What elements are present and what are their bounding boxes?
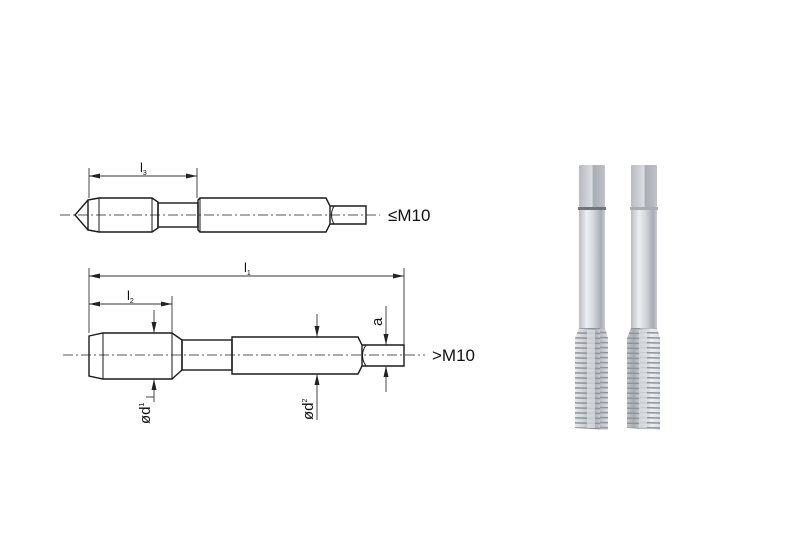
- upper-tap-thread-section: [87, 197, 159, 233]
- dimension-d2-label: ød2: [300, 398, 317, 420]
- upper-tap-point: [74, 199, 89, 231]
- dimension-l3-label: l3: [140, 160, 147, 177]
- dimension-l2-label: l2: [127, 288, 134, 305]
- dimension-l1-label: l1: [244, 260, 251, 277]
- lower-tap-square: [362, 344, 405, 367]
- lower-tap-drawing: l1 l2 ød1 ød2 a >M10: [63, 260, 475, 424]
- tap-photo-2: [627, 165, 660, 430]
- upper-tap-drawing: l3 ≤M10: [60, 160, 430, 233]
- dimension-d1-label: ød1: [137, 402, 154, 424]
- upper-condition-label: ≤M10: [388, 206, 430, 225]
- tap-photo-1: [575, 165, 608, 430]
- dimension-a-label: a: [369, 317, 386, 326]
- upper-tap-square: [330, 205, 367, 225]
- taps-photo: [575, 165, 660, 430]
- lower-condition-label: >M10: [432, 346, 475, 365]
